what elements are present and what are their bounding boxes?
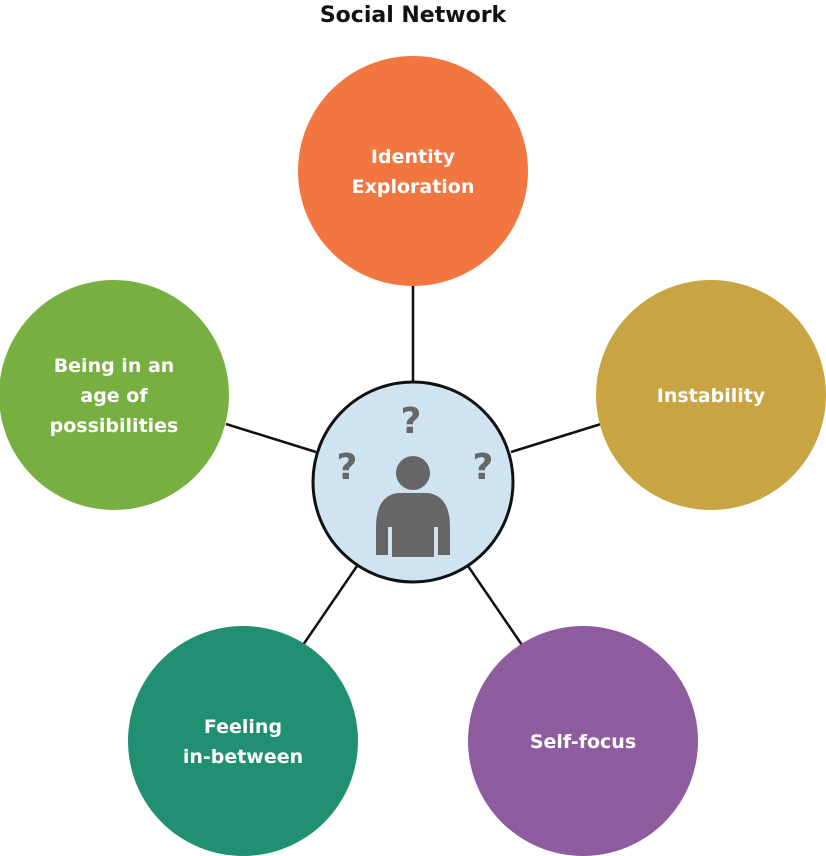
spoke-age-of-possibilities [225, 422, 317, 454]
question-mark-right: ? [473, 447, 494, 488]
node-label-age-of-possibilities: Being in an age of possibilities [50, 355, 179, 437]
person-with-question-marks-icon: ? ? ? [337, 401, 494, 557]
node-label-line: age of [80, 385, 148, 407]
node-label-line: Feeling [204, 716, 282, 738]
node-circle-identity-exploration [298, 56, 528, 286]
node-label-line: in-between [183, 746, 303, 768]
node-label-line: Being in an [54, 355, 175, 377]
node-circle-age-of-possibilities [0, 280, 229, 510]
node-feeling-in-between: Feeling in-between [128, 626, 358, 856]
person-icon [376, 456, 450, 557]
spoke-instability [510, 422, 602, 454]
diagram-title: Social Network [320, 3, 508, 28]
question-mark-left: ? [337, 447, 358, 488]
node-self-focus: Self-focus [468, 626, 698, 856]
node-instability: Instability [596, 280, 826, 510]
node-label-feeling-in-between: Feeling in-between [183, 716, 303, 768]
node-circle-instability [596, 280, 826, 510]
question-mark-top: ? [401, 401, 422, 442]
spoke-self-focus [466, 565, 524, 646]
node-label-line: possibilities [50, 415, 179, 437]
node-circle-feeling-in-between [128, 626, 358, 856]
node-label-self-focus: Self-focus [530, 731, 636, 753]
node-circle-self-focus [468, 626, 698, 856]
spoke-feeling-in-between [301, 565, 359, 646]
node-label-line: Self-focus [530, 731, 636, 753]
node-label-instability: Instability [657, 385, 766, 407]
spokes [225, 286, 602, 646]
node-age-of-possibilities: Being in an age of possibilities [0, 280, 229, 510]
node-label-line: Instability [657, 385, 766, 407]
node-label-line: Identity [371, 146, 456, 168]
node-label-line: Exploration [352, 176, 475, 198]
center-node: ? ? ? [311, 380, 515, 584]
